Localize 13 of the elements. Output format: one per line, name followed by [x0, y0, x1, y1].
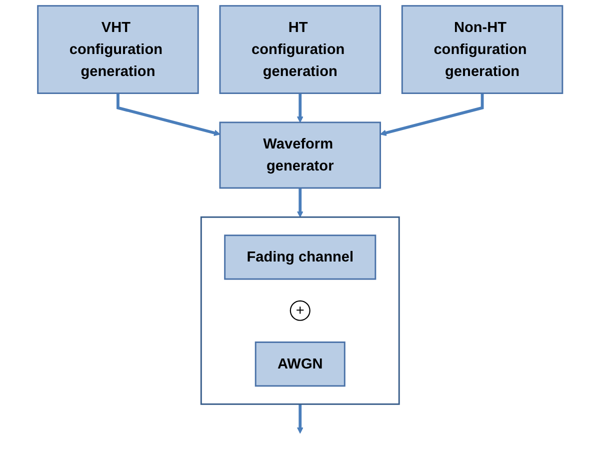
- arrow: [296, 188, 304, 218]
- node-box: Waveform generator: [219, 122, 381, 189]
- arrow: [296, 93, 304, 123]
- node-box: Fading channel: [224, 234, 376, 280]
- arrow: [296, 404, 304, 434]
- node-circle: +: [290, 300, 310, 321]
- node-box: VHT configuration generation: [36, 5, 199, 94]
- cluster: [200, 216, 400, 405]
- node-box: HT configuration generation: [219, 5, 381, 94]
- arrow: [116, 93, 220, 136]
- node-box: Non-HT configuration generation: [401, 5, 564, 94]
- node-box: AWGN: [254, 342, 346, 387]
- arrow: [380, 93, 484, 136]
